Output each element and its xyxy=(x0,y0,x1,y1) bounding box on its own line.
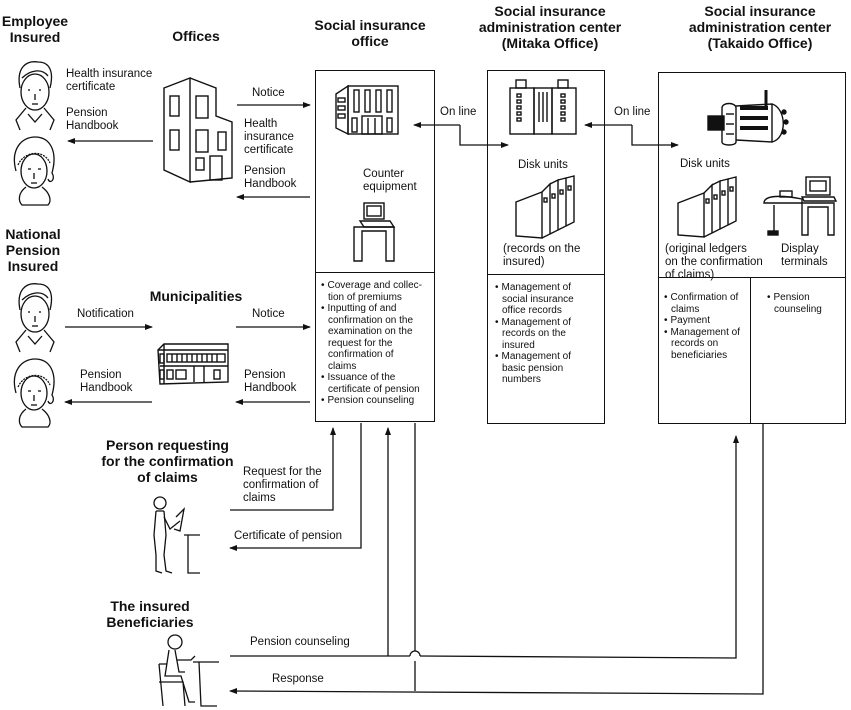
takaido-disk-label: Disk units xyxy=(680,158,730,170)
offices-handbook-label: Pension Handbook xyxy=(244,165,297,190)
display-terminals-label: Display terminals xyxy=(781,243,828,268)
line-counseling-hop xyxy=(409,650,421,657)
pension-handbook-label: Pension Handbook xyxy=(66,107,119,132)
mitaka-function-list: Management of social insurance office re… xyxy=(494,282,600,386)
requester-title: Person requesting for the confirmation o… xyxy=(101,437,234,485)
employee-insured-title: Employee Insured xyxy=(1,13,69,45)
certificate-label: Certificate of pension xyxy=(234,530,343,542)
municipality-handbook-left-label: Pension Handbook xyxy=(80,369,133,394)
offices-title: Offices xyxy=(172,28,220,44)
municipality-notice-label: Notice xyxy=(252,308,285,320)
sio-building-icon xyxy=(335,84,399,136)
counter-terminal-icon xyxy=(353,202,396,262)
offices-health-cert-label: Health insurance certificate xyxy=(244,118,294,156)
takaido-function-item: Pension counseling xyxy=(766,292,844,315)
mitaka-records-label: (records on the insured) xyxy=(503,243,581,268)
response-label: Response xyxy=(272,673,324,685)
seated-person-icon xyxy=(158,634,219,707)
municipalities-title: Municipalities xyxy=(149,288,243,304)
standing-person-icon xyxy=(153,496,200,574)
mitaka-function-item: Management of records on the insured xyxy=(494,317,600,352)
arrow-counseling-to-takaido xyxy=(419,435,739,659)
sio-title: Social insurance office xyxy=(314,17,426,49)
mainframe-icon xyxy=(509,79,577,135)
person-icon xyxy=(13,136,55,206)
takaido-title: Social insurance administration center (… xyxy=(688,3,832,51)
sio-function-item: Pension counseling xyxy=(320,395,434,407)
mitaka-function-item: Management of social insurance office re… xyxy=(494,282,600,317)
sio-box xyxy=(315,70,435,422)
takaido-function-list-left: Confirmation of claims Payment Managemen… xyxy=(663,292,749,361)
takaido-column-divider xyxy=(750,277,751,424)
request-label: Request for the confirmation of claims xyxy=(243,466,322,504)
sio-function-item: Inputting of and confirmation on the exa… xyxy=(320,303,434,372)
takaido-function-item: Confirmation of claims xyxy=(663,292,749,315)
online-label-left: On line xyxy=(440,106,477,118)
person-icon xyxy=(15,283,55,353)
arrow-response xyxy=(229,423,764,695)
display-terminal-icon xyxy=(763,176,838,236)
arrow-request-to-sio xyxy=(230,427,336,511)
notice-label: Notice xyxy=(252,87,285,99)
municipality-handbook-right-label: Pension Handbook xyxy=(244,369,297,394)
pension-counseling-label: Pension counseling xyxy=(250,636,350,648)
takaido-divider xyxy=(658,277,846,278)
sio-function-item: Issuance of the certificate of pension xyxy=(320,372,434,395)
disk-units-icon xyxy=(677,176,737,238)
takaido-box xyxy=(658,72,846,424)
takaido-function-list-right: Pension counseling xyxy=(766,292,844,315)
disk-units-icon xyxy=(515,175,575,239)
national-pension-title: National Pension Insured xyxy=(5,226,61,274)
mainframe-icon xyxy=(707,90,789,146)
arrow-sio-certificate xyxy=(229,423,362,551)
person-icon xyxy=(15,61,55,131)
mitaka-function-item: Management of basic pension numbers xyxy=(494,351,600,386)
sio-function-list: Coverage and collec- tion of premiums In… xyxy=(320,280,434,407)
mitaka-divider xyxy=(487,274,605,275)
health-cert-label: Health insurance certificate xyxy=(66,68,153,93)
municipality-building-icon xyxy=(157,343,229,385)
beneficiaries-title: The insured Beneficiaries xyxy=(106,598,194,630)
online-label-right: On line xyxy=(614,106,651,118)
online-arrow-takaido-a xyxy=(631,125,679,148)
mitaka-disk-label: Disk units xyxy=(518,159,568,171)
sio-divider xyxy=(315,272,435,273)
takaido-function-item: Management of records on beneficiaries xyxy=(663,327,749,362)
online-arrow-mitaka-sio-a xyxy=(459,125,509,148)
mitaka-box xyxy=(487,70,605,424)
sio-function-item: Coverage and collec- tion of premiums xyxy=(320,280,434,303)
mitaka-title: Social insurance administration center (… xyxy=(478,3,622,51)
counter-equipment-label: Counter equipment xyxy=(363,168,417,193)
takaido-ledger-label: (original ledgers on the confirmation of… xyxy=(665,243,763,281)
takaido-function-item: Payment xyxy=(663,315,749,327)
person-icon xyxy=(13,358,55,428)
notification-label: Notification xyxy=(77,308,134,320)
office-building-icon xyxy=(163,76,233,184)
